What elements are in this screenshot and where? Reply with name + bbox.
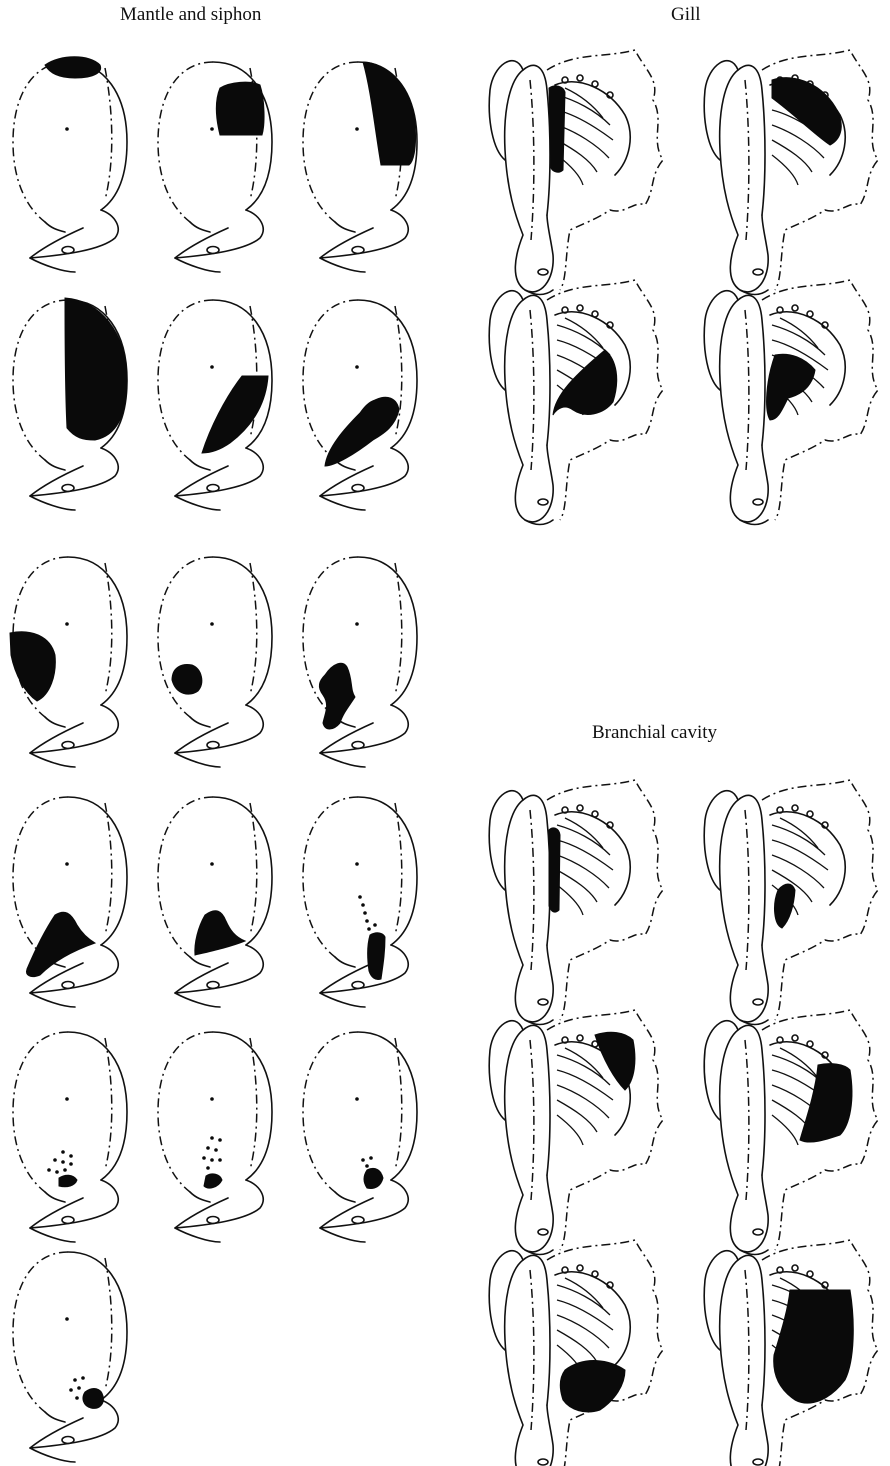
mantle-panel-13 — [13, 1032, 127, 1242]
cavity-panel-4 — [704, 1010, 878, 1255]
shaded-field — [65, 298, 127, 440]
cavity-panel-3 — [489, 1010, 663, 1255]
mantle-panel-11 — [158, 797, 272, 1007]
gill-panel-2 — [704, 50, 878, 295]
stipple — [47, 1150, 73, 1174]
shaded-field — [800, 1064, 852, 1142]
gill-panel-4 — [704, 280, 878, 525]
mantle-panel-7 — [10, 557, 127, 767]
cavity-panel-6 — [704, 1240, 878, 1466]
shaded-field — [195, 911, 245, 955]
shaded-field — [204, 1174, 222, 1188]
shaded-field — [368, 933, 385, 980]
cavity-panel-1 — [489, 780, 663, 1025]
mantle-panel-16 — [13, 1252, 127, 1462]
shaded-field — [27, 912, 95, 976]
mantle-panel-4 — [13, 298, 127, 510]
cavity-panel-2 — [704, 780, 878, 1025]
shaded-field — [560, 1361, 625, 1412]
mantle-panel-5 — [158, 300, 272, 510]
shaded-field — [549, 828, 560, 912]
shaded-field — [10, 632, 55, 701]
mantle-panel-3 — [303, 62, 417, 272]
mantle-panel-8 — [158, 557, 272, 767]
shaded-field — [767, 354, 815, 420]
stipple — [202, 1136, 222, 1170]
cavity-panel-5 — [489, 1240, 663, 1466]
mantle-panel-12 — [303, 797, 417, 1007]
shaded-field — [774, 1290, 854, 1403]
shaded-field — [59, 1175, 77, 1187]
stipple — [361, 1156, 373, 1168]
mantle-panel-6 — [303, 300, 417, 510]
shaded-field — [775, 884, 795, 928]
shaded-field — [325, 397, 399, 466]
mantle-panel-2 — [158, 62, 272, 272]
shaded-field — [772, 78, 841, 145]
shaded-field — [553, 350, 617, 415]
mantle-panel-14 — [158, 1032, 272, 1242]
stipple — [358, 895, 377, 931]
shaded-field — [83, 1389, 103, 1409]
gill-panel-1 — [489, 50, 663, 295]
gill-panel-3 — [489, 280, 663, 525]
shaded-field — [216, 82, 264, 135]
stipple — [69, 1376, 85, 1400]
mantle-panel-15 — [303, 1032, 417, 1242]
shaded-field — [595, 1032, 635, 1090]
shaded-field — [363, 62, 416, 165]
shaded-field — [364, 1168, 383, 1188]
shaded-field — [172, 665, 202, 695]
shaded-field — [45, 57, 101, 78]
mantle-panel-9 — [303, 557, 417, 767]
shaded-field — [319, 663, 355, 729]
shaded-field — [549, 86, 565, 172]
mantle-panel-1 — [13, 57, 127, 272]
mantle-panel-10 — [13, 797, 127, 1007]
shaded-field — [202, 376, 268, 453]
